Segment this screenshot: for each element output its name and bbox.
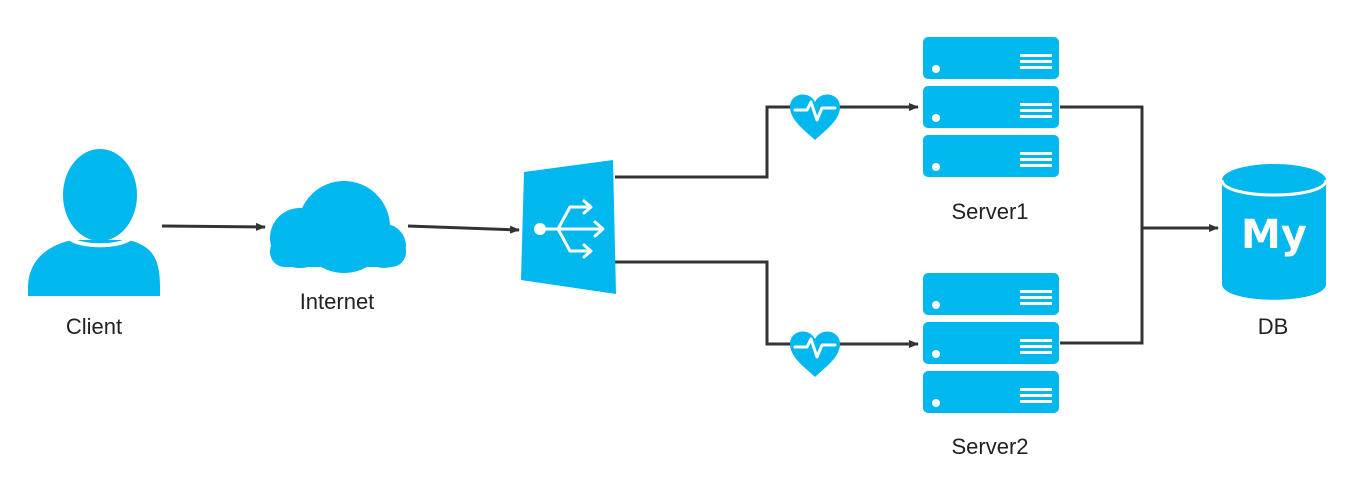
server2-node: Server2 — [923, 273, 1059, 459]
server1-label: Server1 — [951, 199, 1028, 224]
connector-server1-db — [1060, 105, 1144, 228]
load-balancer-node — [521, 160, 616, 294]
server-rack-icon — [923, 273, 1059, 413]
db-label: DB — [1258, 314, 1289, 339]
db-badge: My — [1241, 212, 1307, 258]
server-rack-icon — [923, 37, 1059, 177]
load-balancer-icon — [521, 160, 616, 294]
connector-client-internet — [161, 222, 266, 231]
heartbeat-icon — [788, 330, 842, 379]
mysql-database-icon: My — [1220, 164, 1328, 300]
connector-server2-db — [1060, 228, 1144, 345]
client-label: Client — [66, 314, 122, 339]
connector-load-balancer-server1 — [615, 103, 919, 179]
internet-node: Internet — [270, 181, 406, 314]
client-node: Client — [28, 149, 160, 339]
cloud-icon — [270, 181, 406, 273]
connectors — [161, 103, 1219, 348]
connector-internet-load-balancer — [407, 224, 520, 234]
server1-node: Server1 — [923, 37, 1059, 224]
user-icon — [28, 149, 160, 296]
connector-load-balancer-server2 — [615, 260, 919, 348]
db-node: My DB — [1220, 164, 1328, 339]
server2-label: Server2 — [951, 434, 1028, 459]
heartbeat-icon — [788, 93, 842, 142]
internet-label: Internet — [300, 289, 375, 314]
